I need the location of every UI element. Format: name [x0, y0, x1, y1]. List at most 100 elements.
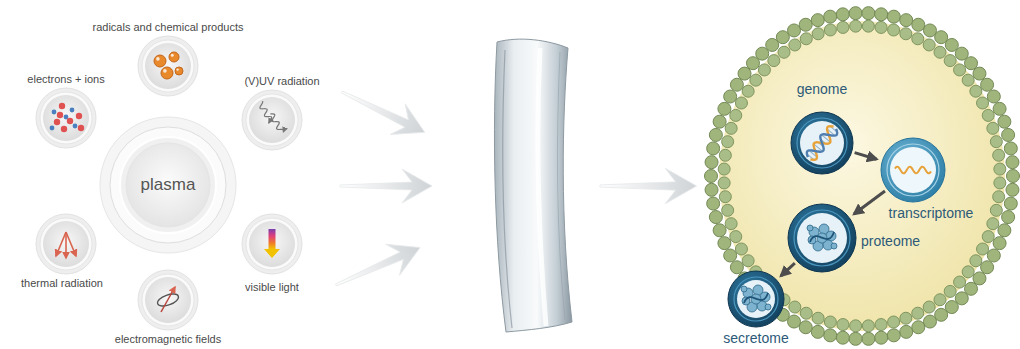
flow-arrow: [854, 191, 885, 214]
cell-membrane: [993, 237, 1006, 250]
cell-membrane: [875, 8, 888, 21]
node-icon: [163, 69, 167, 73]
node-icon: [156, 57, 160, 61]
node-circle: [36, 214, 96, 274]
cell-membrane: [705, 183, 718, 196]
node-circle: [737, 280, 775, 318]
node-circle: [788, 204, 856, 272]
node-circle: [145, 277, 191, 323]
cell-membrane: [824, 24, 836, 36]
cell-membrane: [887, 10, 900, 23]
cell-membrane: [707, 142, 720, 155]
node-circle: [36, 214, 96, 274]
cell-membrane: [705, 156, 718, 169]
node-circle: [734, 277, 778, 321]
node-icon: [54, 119, 60, 125]
tissue-slab: [503, 50, 512, 328]
node-circle: [728, 271, 784, 327]
cell-membrane: [900, 14, 913, 27]
cell-membrane: [836, 8, 849, 21]
cell-membrane: [1004, 197, 1017, 210]
node-icon: [744, 293, 768, 303]
node-icon: [67, 118, 73, 124]
cell-membrane: [1002, 128, 1015, 141]
cell-membrane: [724, 90, 737, 103]
flow-chevron: [600, 168, 697, 204]
cell-membrane: [768, 55, 780, 67]
cell-membrane: [730, 231, 742, 243]
node-icon: [156, 287, 180, 312]
node-circle: [242, 214, 302, 274]
node-icon: [64, 115, 69, 120]
tissue-slab: [538, 48, 546, 326]
node-circle: [43, 95, 89, 141]
node-icon: [78, 125, 84, 131]
cell-membrane: [973, 272, 986, 285]
cell-membrane: [1002, 211, 1015, 224]
node-circle: [43, 221, 89, 267]
cell-membrane: [799, 321, 812, 334]
node-icon: [50, 103, 85, 132]
node-label: genome: [797, 81, 848, 97]
cell-membrane: [944, 55, 956, 67]
node-icon: [161, 67, 173, 79]
cell-membrane: [862, 320, 874, 332]
cell-membrane: [742, 85, 754, 97]
node-outline: [788, 204, 856, 272]
node-icon: [258, 101, 285, 134]
node-outline: [36, 214, 96, 274]
node-icon: [57, 112, 63, 118]
cell-membrane: [849, 7, 862, 20]
plasma-component: radicals and chemical products: [138, 36, 198, 96]
node-circle: [145, 43, 191, 89]
cell-membrane: [800, 307, 812, 319]
cell-membrane: [705, 170, 718, 183]
cell-membrane: [912, 33, 924, 45]
flow-chevron: [335, 77, 433, 148]
cell-membrane: [944, 285, 956, 297]
cell-membrane: [724, 249, 737, 262]
node-icon: [264, 249, 280, 258]
cell-membrane: [875, 331, 888, 344]
cell-membrane: [987, 90, 1000, 103]
node-circle: [138, 270, 198, 330]
cell-membrane: [718, 237, 731, 250]
node-circle: [36, 88, 96, 148]
cell-membrane: [719, 191, 731, 203]
flow-arrow: [855, 153, 877, 160]
node-circle: [142, 274, 194, 326]
cell-membrane: [923, 301, 935, 313]
node-circle: [138, 36, 198, 96]
node-icon: [807, 224, 837, 251]
node-circle: [791, 112, 853, 174]
cell-membrane: [705, 7, 1020, 346]
omics-circle: proteome: [788, 204, 856, 272]
plasma-component: electrons + ions: [36, 88, 96, 148]
cell-membrane: [965, 57, 978, 70]
cell-membrane: [998, 115, 1011, 128]
node-icon: [169, 52, 179, 62]
cell-membrane: [888, 316, 900, 328]
cell-membrane: [738, 67, 751, 80]
cell-membrane: [735, 243, 747, 255]
omics-circle: transcriptome: [881, 138, 945, 202]
node-label: plasma: [141, 175, 196, 195]
plasma-component: thermal radiation: [36, 214, 96, 274]
node-circle: [800, 121, 844, 165]
node-circle: [728, 271, 784, 327]
node-icon: [805, 124, 840, 162]
node-icon: [73, 124, 78, 129]
node-icon: [264, 229, 280, 258]
cell-membrane: [990, 204, 1002, 216]
node-circle: [40, 218, 92, 270]
node-circle: [887, 144, 939, 196]
cell-membrane: [719, 149, 731, 161]
node-circle: [890, 147, 936, 193]
node-outline: [138, 270, 198, 330]
node-outline: [881, 138, 945, 202]
plasma-component: electromagnetic fields: [138, 270, 198, 330]
cell-membrane: [812, 28, 824, 40]
node-outline: [728, 271, 784, 327]
cell-membrane: [912, 321, 925, 334]
cell-membrane: [993, 191, 1005, 203]
